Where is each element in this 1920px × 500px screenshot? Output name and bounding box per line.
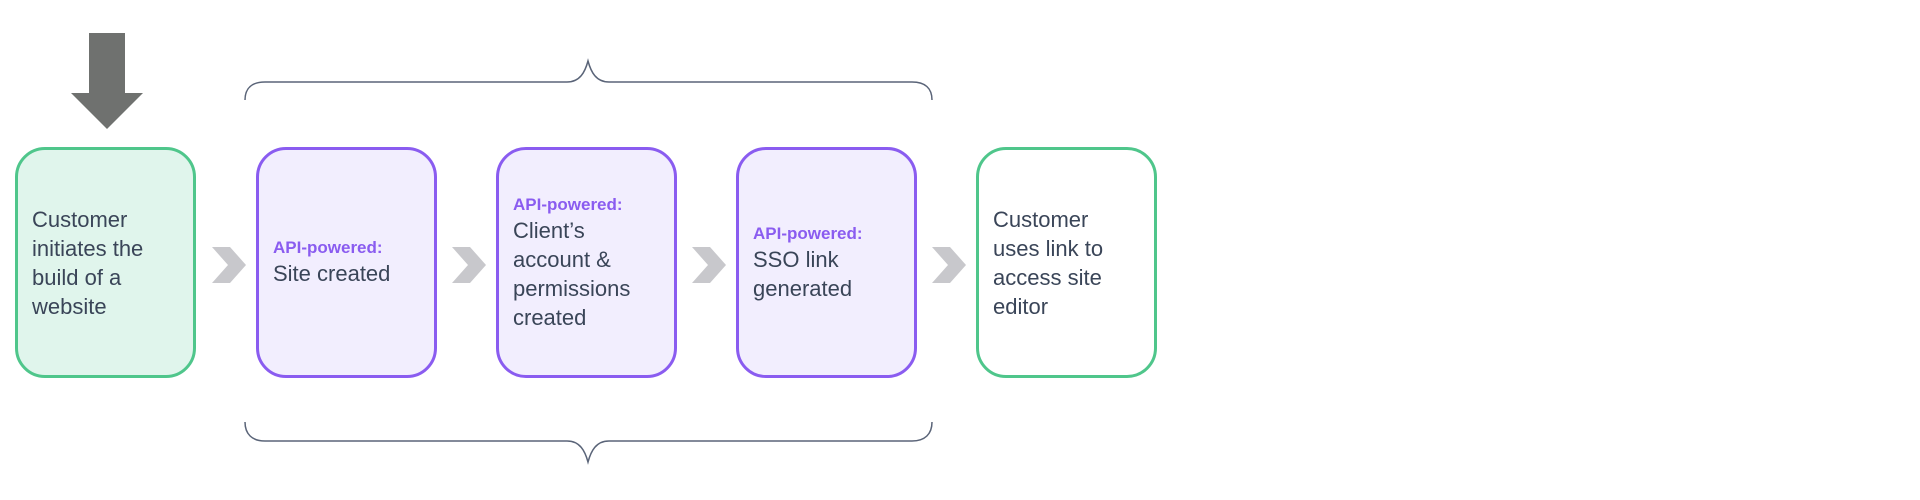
chevron-right-icon: [212, 247, 246, 283]
step-label: API-powered:: [513, 194, 623, 214]
step-account-created: API-powered: Client’s account & permissi…: [496, 147, 677, 378]
step-text: SSO link generated: [753, 246, 853, 301]
step-text: Site created: [273, 261, 391, 286]
step-text: Customer initiates the build of a websit…: [32, 206, 144, 319]
bottom-brace: [244, 421, 933, 465]
step-text: Client’s account & permissions created: [513, 217, 631, 330]
step-label: API-powered:: [273, 238, 383, 257]
chevron-right-icon: [932, 247, 966, 283]
step-label: API-powered:: [753, 223, 863, 243]
step-site-created: API-powered: Site created: [256, 147, 437, 378]
step-customer-initiates: Customer initiates the build of a websit…: [15, 147, 196, 378]
chevron-right-icon: [692, 247, 726, 283]
chevron-right-icon: [452, 247, 486, 283]
step-sso-link: API-powered: SSO link generated: [736, 147, 917, 378]
start-arrow-icon: [71, 33, 143, 129]
step-text: Customer uses link to access site editor: [993, 206, 1104, 319]
step-customer-accesses-editor: Customer uses link to access site editor: [976, 147, 1157, 378]
top-brace: [244, 58, 933, 101]
